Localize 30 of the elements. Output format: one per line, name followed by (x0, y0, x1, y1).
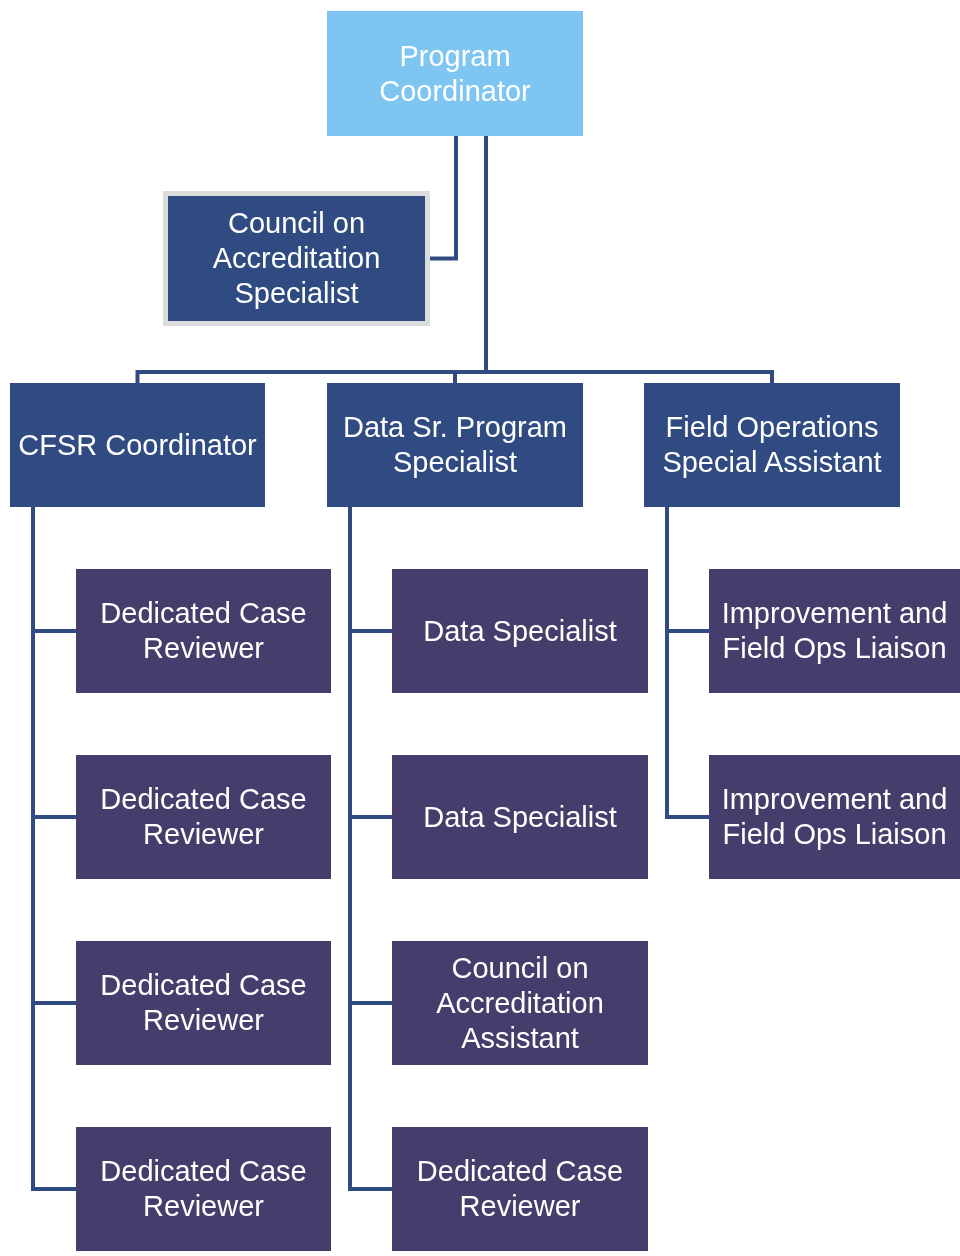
connector-line (484, 136, 774, 383)
position-title: Field Operations Special Assistant (661, 410, 883, 480)
position-title: Dedicated Case Reviewer (99, 1154, 308, 1224)
position-box (327, 383, 583, 507)
position-title: Dedicated Case Reviewer (99, 968, 308, 1038)
position-title: Data Specialist (423, 613, 617, 649)
position-title: Program Coordinator (378, 38, 532, 109)
position-box (709, 755, 960, 879)
position-box (76, 755, 331, 879)
position-title: Data Specialist (423, 799, 617, 835)
position-title: Council on Accreditation Assistant (435, 950, 605, 1056)
position-title: Council on Accreditation Specialist (211, 206, 382, 311)
position-title: Dedicated Case Reviewer (99, 596, 308, 666)
position-title: Dedicated Case Reviewer (415, 1154, 625, 1224)
position-box (392, 755, 648, 879)
position-box (10, 383, 265, 507)
position-box (76, 1127, 331, 1251)
position-box (392, 941, 648, 1065)
position-title: CFSR Coordinator (18, 427, 257, 463)
position-box (327, 11, 583, 136)
position-box (644, 383, 900, 507)
position-box (76, 569, 331, 693)
position-title: Improvement and Field Ops Liaison (720, 596, 949, 666)
position-box (709, 569, 960, 693)
position-title: Dedicated Case Reviewer (99, 782, 308, 852)
position-title: Improvement and Field Ops Liaison (720, 782, 949, 852)
position-box (392, 1127, 648, 1251)
position-title: Data Sr. Program Specialist (342, 410, 568, 480)
position-box (392, 569, 648, 693)
position-box (76, 941, 331, 1065)
